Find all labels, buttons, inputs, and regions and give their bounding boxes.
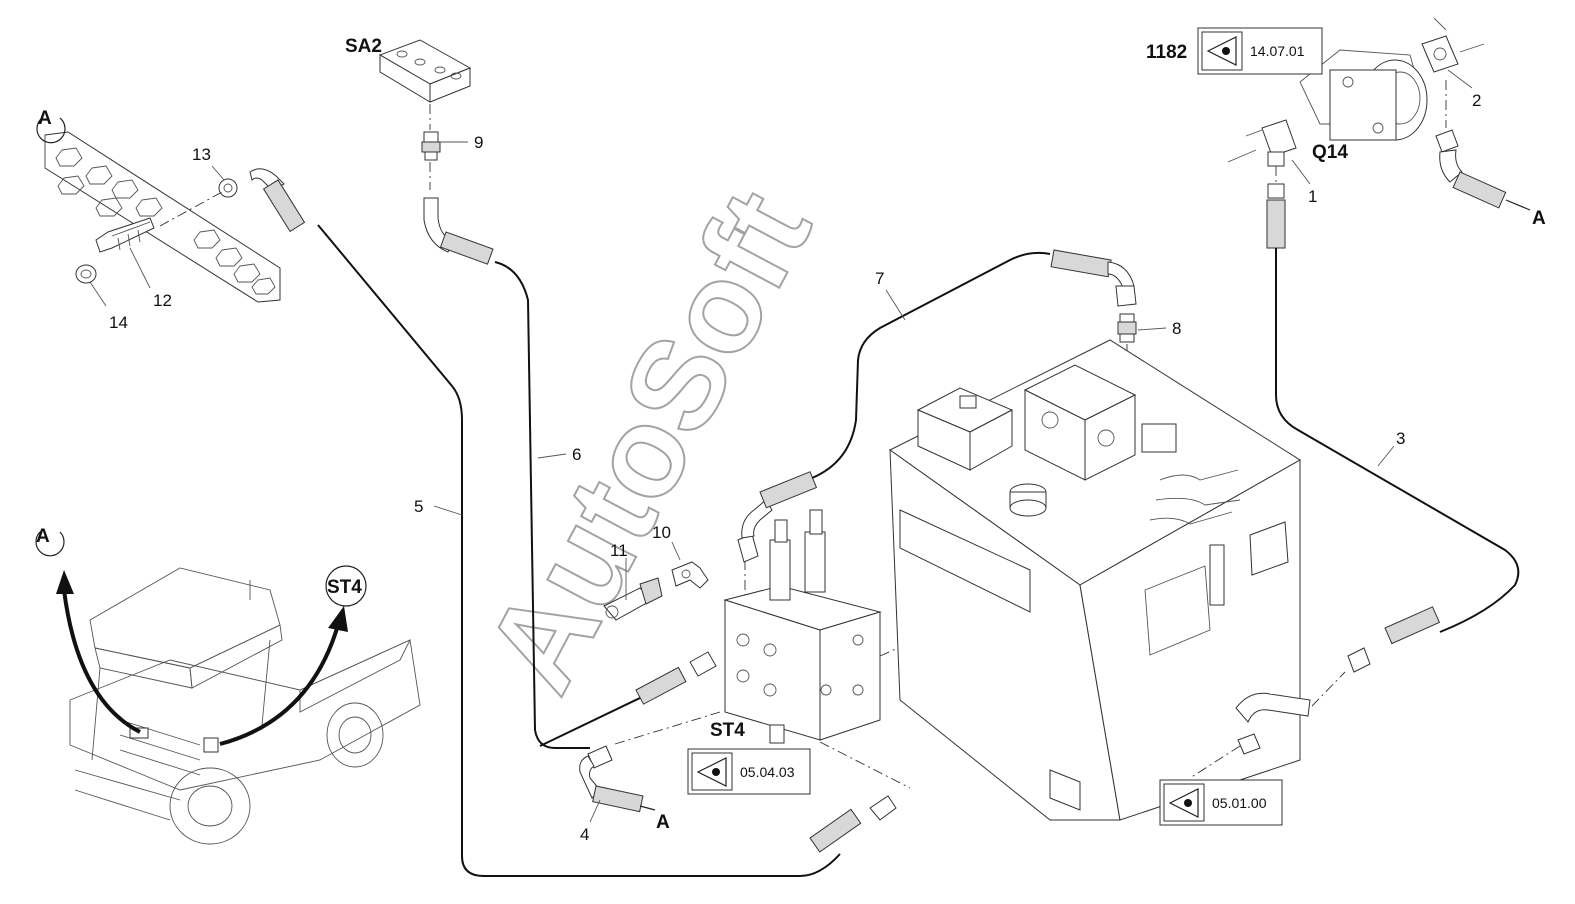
- part-13-label: 13: [192, 145, 211, 164]
- st4-callout-label: ST4: [327, 577, 362, 598]
- fitting-8[interactable]: [1117, 313, 1137, 343]
- hose-3[interactable]: [1266, 183, 1520, 673]
- part-6-label: 6: [572, 445, 581, 464]
- code-1182-label: 1182: [1146, 42, 1187, 63]
- fitting-11[interactable]: [603, 577, 663, 621]
- hose-valve-port[interactable]: [539, 651, 717, 747]
- arrow-to-connection-a: [56, 570, 141, 734]
- part-3-label: 3: [1396, 429, 1405, 448]
- pump-q14[interactable]: [1299, 49, 1428, 141]
- part-11-label: 11: [610, 541, 628, 560]
- connection-a-label: A: [38, 108, 52, 129]
- hydraulic-tank[interactable]: [889, 339, 1311, 821]
- part-10-label: 10: [652, 523, 671, 542]
- pump-reference-box[interactable]: 14.07.01: [1197, 27, 1323, 75]
- q14-label: Q14: [1312, 142, 1348, 163]
- nut-14[interactable]: [75, 264, 97, 284]
- eye-icon: [1206, 36, 1237, 66]
- flange-1[interactable]: [1227, 119, 1297, 167]
- flange-2[interactable]: [1421, 17, 1485, 73]
- eye-icon: [696, 757, 727, 787]
- tank-reference: 05.01.00: [1212, 795, 1267, 811]
- eye-icon: [1168, 788, 1199, 818]
- part-2-label: 2: [1472, 91, 1481, 110]
- tank-reference-box[interactable]: 05.01.00: [1159, 779, 1283, 826]
- part-7-label: 7: [875, 269, 884, 288]
- pump-reference: 14.07.01: [1250, 43, 1305, 59]
- connection-a-hose4-label: A: [656, 812, 670, 833]
- hose-7[interactable]: [737, 249, 1137, 563]
- part-12-label: 12: [153, 291, 172, 310]
- nut-13[interactable]: [218, 178, 238, 198]
- hose-4[interactable]: [579, 745, 656, 813]
- part-8-label: 8: [1172, 319, 1181, 338]
- elbow-fitting-10[interactable]: [671, 561, 709, 589]
- part-1-label: 1: [1308, 187, 1317, 206]
- st4-reference-box[interactable]: 05.04.03: [687, 748, 811, 795]
- part-14-label: 14: [109, 313, 128, 332]
- st4-callout-marker: ST4: [325, 565, 367, 607]
- part-5-label: 5: [414, 497, 423, 516]
- paver-overview: [69, 567, 421, 845]
- part-4-label: 4: [580, 825, 589, 844]
- hose-5[interactable]: [249, 168, 897, 877]
- connection-a-pump-label: A: [1532, 208, 1546, 229]
- connection-plate[interactable]: [44, 131, 281, 303]
- hose-pump-suction[interactable]: [1435, 129, 1531, 211]
- valve-reference: 05.04.03: [740, 764, 795, 780]
- machine-a-label: A: [36, 526, 50, 547]
- valve-block-st4[interactable]: [723, 509, 882, 744]
- hose-6[interactable]: [423, 197, 590, 749]
- bolt-12[interactable]: [95, 217, 155, 253]
- fitting-9[interactable]: [421, 131, 441, 161]
- st4-label: ST4: [710, 720, 745, 741]
- distribution-block-sa2[interactable]: [378, 39, 472, 103]
- connection-a-marker-plate: A: [36, 108, 66, 144]
- arrow-to-st4: [219, 606, 348, 746]
- connection-a-marker-machine: A: [35, 526, 65, 557]
- part-9-label: 9: [474, 133, 483, 152]
- sa2-label: SA2: [345, 36, 382, 57]
